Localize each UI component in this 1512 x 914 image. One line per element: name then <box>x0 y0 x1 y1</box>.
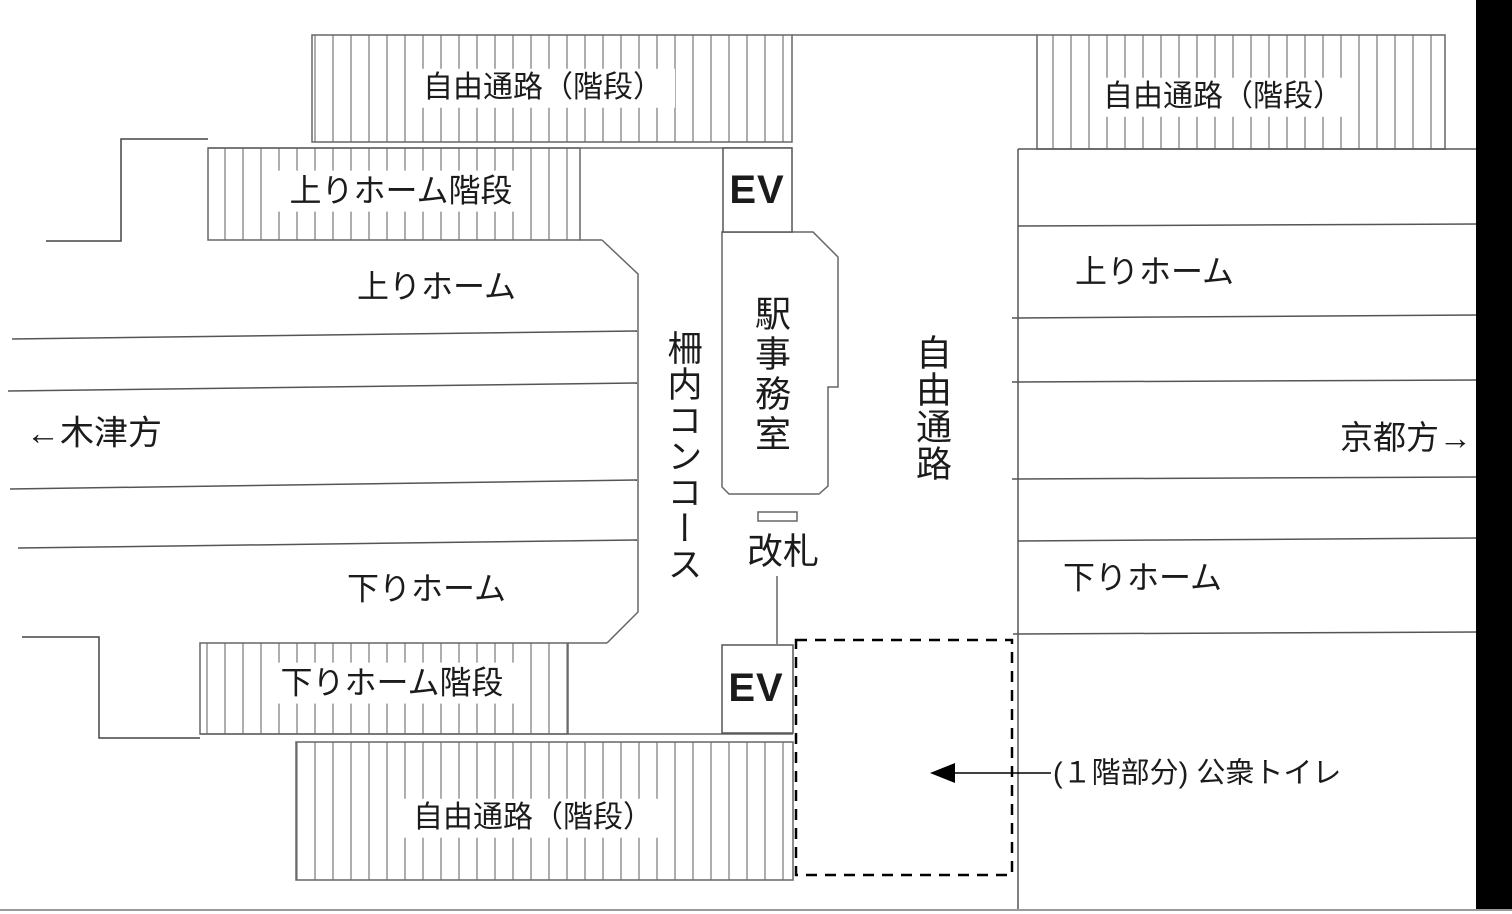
concourse-wall <box>601 239 639 644</box>
down-platform-right-label: 下りホーム <box>1063 559 1223 596</box>
track-line <box>1011 314 1479 319</box>
track-line <box>11 330 638 340</box>
stairs-label-top-right: 自由通路（階段） <box>1091 77 1355 117</box>
toilet-note-label: (１階部分) 公衆トイレ <box>1053 757 1342 790</box>
track-line <box>1011 476 1479 480</box>
stairs-label-bottom: 自由通路（階段） <box>401 798 665 838</box>
station-office-label: 駅事務室 <box>750 295 791 455</box>
elevator-bottom-box <box>721 644 794 734</box>
toilet-dashed-box <box>794 638 1014 877</box>
direction-left-label: ←木津方 <box>26 414 162 453</box>
stairs-label-top-left: 自由通路（階段） <box>411 68 675 108</box>
track-line <box>17 539 638 549</box>
left-upper-step-outline <box>46 138 208 242</box>
track-line <box>1017 537 1479 542</box>
ticket-gate-symbol <box>757 511 798 522</box>
elevator-bottom-label: EV <box>728 666 784 710</box>
direction-right-label: 京都方→ <box>1340 419 1472 457</box>
toilet-arrowhead-icon <box>930 763 955 783</box>
up-platform-right-label: 上りホーム <box>1075 253 1235 290</box>
down-platform-left-label: 下りホーム <box>347 570 507 607</box>
elevator-top-box <box>722 147 793 233</box>
elevator-top-label: EV <box>729 168 785 212</box>
right-edge-black-band <box>1476 0 1512 909</box>
up-platform-stairs-label: 上りホーム階段 <box>277 170 525 212</box>
track-line <box>1012 631 1479 635</box>
free-passage-label: 自由通路 <box>911 334 952 482</box>
paid-concourse-label: 柵内コンコース <box>662 330 702 582</box>
track-line <box>9 479 638 490</box>
left-lower-step-outline <box>22 636 200 739</box>
down-platform-stairs-label: 下りホーム階段 <box>268 662 516 704</box>
track-line <box>1017 223 1479 227</box>
station-office-outline <box>721 231 839 495</box>
ticket-gate-label: 改札 <box>746 530 820 572</box>
track-line <box>7 382 638 392</box>
up-platform-left-label: 上りホーム <box>357 268 517 305</box>
track-line <box>1011 379 1479 383</box>
